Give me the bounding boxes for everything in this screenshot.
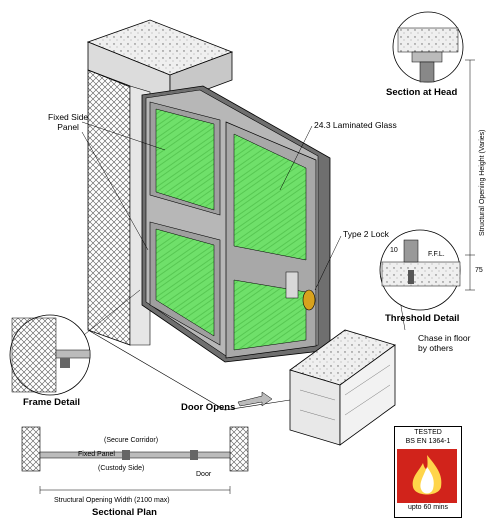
fire-badge-duration: upto 60 mins	[407, 504, 449, 511]
custody-side-label: (Custody Side)	[98, 465, 145, 472]
door-opens-label: Door Opens	[181, 402, 236, 413]
fire-badge-line1: TESTED	[414, 429, 442, 436]
lock-icon	[302, 289, 316, 311]
structural-opening-width-label: Structural Opening Width (2100 max)	[54, 497, 170, 504]
laminated-glass-label: 24.3 Laminated Glass	[314, 120, 397, 130]
fire-badge-panel	[397, 449, 457, 503]
frame-detail-title: Frame Detail	[23, 397, 81, 408]
fixed-panel-label: Fixed Panel	[78, 451, 115, 458]
dim-10-label: 10	[390, 247, 398, 254]
door-opens-arrow	[237, 391, 273, 407]
door-plan-label: Door	[196, 471, 212, 478]
threshold-detail	[379, 229, 461, 311]
fire-badge-line2: BS EN 1364-1	[405, 438, 451, 445]
height-dimension	[465, 59, 475, 291]
fixed-side-panel-label: Fixed Side Panel	[48, 112, 89, 132]
secure-corridor-label: (Secure Corridor)	[104, 437, 159, 444]
ffl-label: F.F.L.	[428, 251, 445, 258]
dim-75-label: 75	[475, 267, 483, 274]
type2-lock-label: Type 2 Lock	[343, 229, 389, 239]
section-at-head-title: Section at Head	[386, 87, 458, 98]
sectional-plan	[21, 426, 249, 494]
sectional-plan-title: Sectional Plan	[92, 507, 157, 518]
fire-rating-badge: TESTED BS EN 1364-1 upto 60 mins	[394, 426, 462, 518]
frame-detail	[9, 314, 91, 396]
section-at-head-detail	[392, 11, 464, 83]
fixed-side-panel	[149, 101, 221, 346]
structural-opening-height-label: Structural Opening Height (Varies)	[479, 129, 486, 236]
right-wall-block	[289, 329, 396, 446]
floor-line	[87, 329, 291, 411]
flame-icon	[412, 455, 442, 495]
left-wall	[87, 69, 151, 346]
door-leaf	[225, 121, 317, 359]
chase-in-floor-label: Chase in floor by others	[418, 333, 471, 353]
threshold-detail-title: Threshold Detail	[385, 313, 460, 324]
fire-badge-header: TESTED BS EN 1364-1	[395, 427, 461, 448]
